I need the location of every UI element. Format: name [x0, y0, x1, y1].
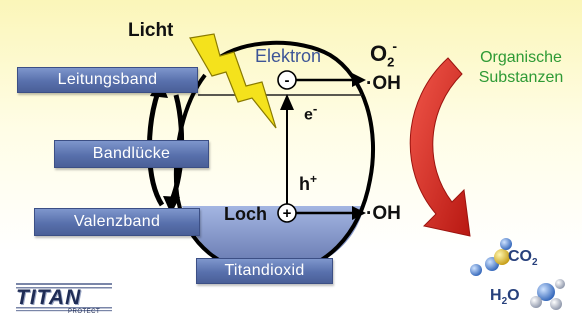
h-base: h — [299, 174, 310, 194]
hole-h-label: h+ — [299, 172, 317, 195]
logo-stripes — [16, 283, 112, 312]
o2-subscript: 2 — [387, 54, 395, 70]
h-charge: + — [310, 172, 318, 186]
leitungsband-box: Leitungsband — [17, 67, 198, 93]
lightning-bolt-icon — [189, 33, 277, 129]
organische-text: Organische — [480, 49, 562, 66]
curved-red-arrow-icon — [409, 57, 471, 237]
organic-substances-label: Organische Substanzen — [460, 48, 582, 88]
hole-symbol: + — [283, 205, 292, 222]
co2-molecule-icon — [470, 238, 512, 276]
h2o-h: H — [490, 287, 502, 304]
electron-to-oh-arrowhead — [352, 73, 366, 87]
hole-to-oh-arrowhead — [352, 206, 366, 220]
logo-brand-text: TITAN — [16, 286, 82, 309]
hydroxyl-radical-bottom-label: ·OH — [366, 203, 401, 224]
titan-protect-logo: TITAN PROTECT — [16, 280, 116, 316]
electron-e-label: e- — [304, 101, 317, 124]
co2-label: CO2 — [508, 248, 538, 268]
substanzen-text: Substanzen — [478, 69, 564, 86]
loch-label: Loch — [224, 204, 267, 224]
elektron-label: Elektron — [255, 46, 322, 66]
h2o-o: O — [507, 287, 520, 304]
titandioxid-box: Titandioxid — [196, 258, 333, 284]
co2-subscript: 2 — [532, 257, 538, 269]
hole-circle — [277, 203, 297, 223]
excitation-arrowhead — [280, 94, 294, 110]
bandgap-down-arrowhead — [163, 196, 180, 214]
h2o-molecule-icon — [530, 279, 565, 310]
electron-symbol: - — [285, 72, 290, 89]
valence-band-fill — [182, 206, 364, 275]
superoxide-label: O2- — [370, 38, 397, 69]
valenzband-box: Valenzband — [34, 208, 200, 236]
h2o-label: H2O — [490, 287, 520, 307]
co2-base: CO — [508, 248, 532, 265]
bandluecke-box: Bandlücke — [54, 140, 209, 168]
hydroxyl-radical-top-label: ·OH — [366, 73, 401, 94]
e-charge: - — [312, 101, 318, 116]
electron-circle — [277, 70, 297, 90]
h2o-subscript: 2 — [501, 296, 508, 308]
o2-charge: - — [392, 38, 398, 54]
o2-base: O — [370, 41, 388, 66]
e-base: e — [304, 106, 313, 124]
logo-sub-text: PROTECT — [68, 309, 101, 315]
licht-label: Licht — [128, 20, 174, 41]
